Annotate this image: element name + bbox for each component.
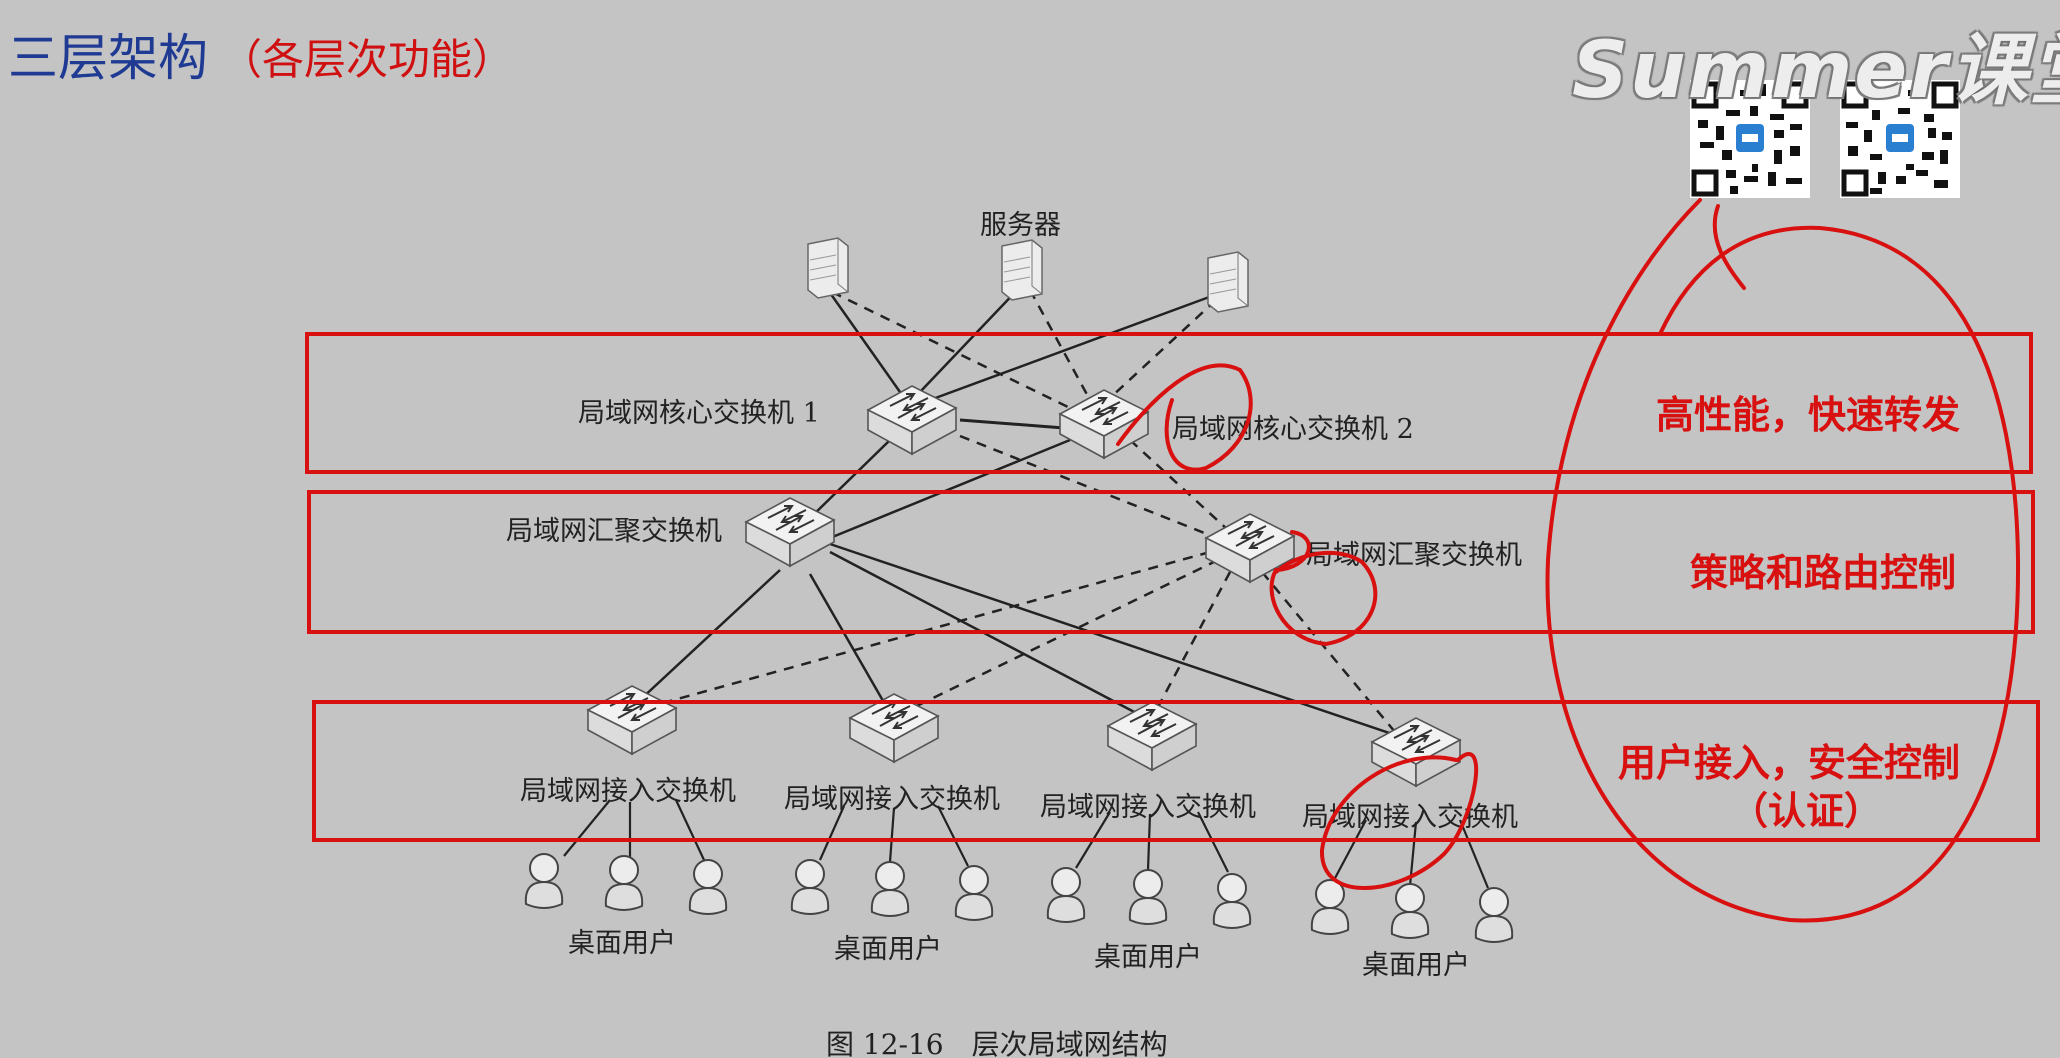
agg-switch-1-label: 局域网汇聚交换机: [506, 516, 722, 547]
aggregation-layer-annotation: 策略和路由控制: [1690, 551, 1956, 595]
core-switch-1-label: 局域网核心交换机 1: [578, 398, 820, 429]
links-agg-access-dashed: [651, 550, 1401, 739]
user-icon: [790, 859, 830, 915]
access-switch-4-icon: [1371, 717, 1461, 787]
access-switch-label: 局域网接入交换机: [1040, 792, 1256, 823]
links-core-agg-dashed: [959, 434, 1229, 542]
core-layer-box: [305, 332, 2033, 474]
access-switch-label: 局域网接入交换机: [520, 776, 736, 807]
server-icon: [1207, 251, 1249, 313]
user-group-label: 桌面用户: [568, 928, 676, 959]
links-agg-access: [639, 542, 1411, 742]
access-switch-2-icon: [849, 693, 939, 763]
user-icon: [1046, 867, 1086, 923]
user-group-label: 桌面用户: [1362, 950, 1470, 981]
links-server-core-dashed: [831, 289, 1217, 410]
user-icon: [870, 861, 910, 917]
links-core-agg: [807, 438, 1071, 540]
user-icon: [1390, 883, 1430, 939]
access-layer-annotation: 用户接入，安全控制: [1618, 741, 1960, 785]
user-icon: [1474, 887, 1514, 943]
user-icon: [1128, 869, 1168, 925]
slide-title: 三层架构: [8, 29, 208, 87]
slide-subtitle: （各层次功能）: [220, 35, 515, 84]
user-group-label: 桌面用户: [834, 934, 942, 965]
figure-caption: 图 12-16 层次局域网结构: [826, 1028, 1168, 1058]
aggregation-layer-box: [307, 490, 2035, 634]
big-oval-mark: [1545, 198, 2021, 923]
servers-label: 服务器: [980, 210, 1061, 241]
core-layer-annotation: 高性能，快速转发: [1656, 393, 1960, 437]
user-icon: [1212, 873, 1252, 929]
links-core: [959, 418, 1065, 430]
access-layer-annotation-line2: （认证）: [1730, 789, 1882, 833]
user-icon: [604, 855, 644, 911]
qr-code-icon: [1690, 80, 1810, 198]
user-icon: [688, 859, 728, 915]
server-icon: [1001, 239, 1043, 301]
user-group-label: 桌面用户: [1094, 942, 1202, 973]
circle-agg-mark: [1269, 530, 1378, 647]
core-switch-2-label: 局域网核心交换机 2: [1172, 414, 1414, 445]
user-icon: [1310, 879, 1350, 935]
access-switch-label: 局域网接入交换机: [784, 784, 1000, 815]
access-switch-1-icon: [587, 685, 677, 755]
links-server-core: [826, 284, 1213, 402]
handwritten-marks: [1116, 198, 2021, 923]
watermark-logo: Summer课堂: [1572, 26, 2060, 116]
qr-code-icon: [1840, 80, 1960, 198]
circle-access-mark: [1319, 751, 1478, 890]
access-layer-box: [312, 700, 2040, 842]
server-icon: [807, 237, 849, 299]
agg-switch-2-icon: [1205, 513, 1295, 583]
user-icon: [524, 853, 564, 909]
agg-switch-2-label: 局域网汇聚交换机: [1306, 540, 1522, 571]
layer-boxes: [305, 332, 2040, 842]
access-switch-3-icon: [1107, 701, 1197, 771]
circle-core-mark: [1116, 363, 1253, 472]
user-icon: [954, 865, 994, 921]
